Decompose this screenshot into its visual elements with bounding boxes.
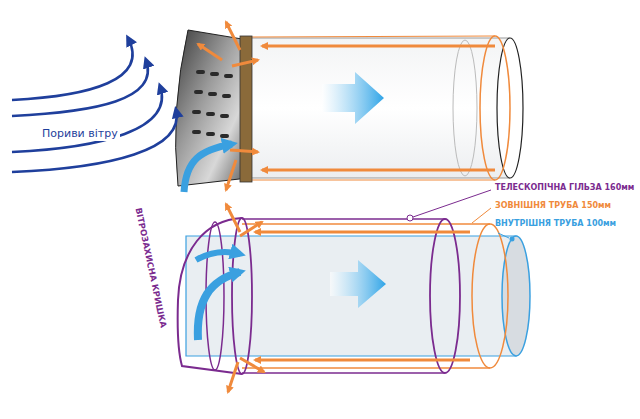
wind-label: Пориви вітру (40, 128, 120, 141)
part-label: ЗОВНІШНЯ ТРУБА 150мм (495, 201, 611, 210)
part-label: ВНУТРІШНЯ ТРУБА 100мм (495, 219, 616, 228)
part-label: ВІТРОЗАХИСНА КРИШКА (132, 207, 167, 329)
part-label: ТЕЛЕСКОПІЧНА ГІЛЬЗА 160мм (495, 183, 634, 192)
